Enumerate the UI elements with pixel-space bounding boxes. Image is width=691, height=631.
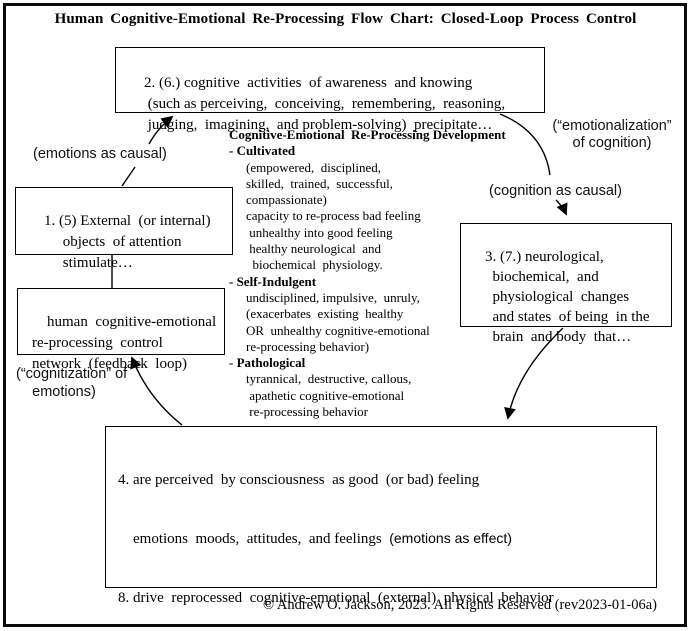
box-cognitive-activities: 2. (6.) cognitive activities of awarenes…	[115, 47, 545, 133]
process-line: emotions moods, attitudes, and feelings …	[118, 530, 512, 548]
page-title: Human Cognitive-Emotional Re-Processing …	[54, 11, 637, 27]
development-section-body: (empowered, disciplined, skilled, traine…	[246, 159, 421, 273]
box-external-objects-text: 1. (5) External (or internal) objects of…	[44, 213, 211, 271]
process-line: 8. drive reprocessed cognitive-emotional…	[118, 590, 554, 607]
development-section-header: - Cultivated	[229, 143, 296, 159]
box-neurological-changes-text: 3. (7.) neurological, biochemical, and p…	[485, 249, 650, 345]
box-control-network: human cognitive-emotional re-processing …	[17, 288, 225, 372]
label-emotions-as-causal: (emotions as causal)	[33, 146, 167, 162]
development-section-body: tyrannical, destructive, callous, apathe…	[246, 371, 412, 420]
box-neurological-changes: 3. (7.) neurological, biochemical, and p…	[460, 223, 672, 345]
development-section-pathological: - Pathological tyrannical, destructive, …	[229, 355, 529, 420]
process-line: 4. are perceived by consciousness as goo…	[118, 471, 480, 488]
box-perceived-behavior: 4. are perceived by consciousness as goo…	[105, 426, 657, 606]
development-section-self-indulgent: - Self-Indulgent undisciplined, impulsiv…	[229, 274, 529, 355]
development-block: Cognitive-Emotional Re-Processing Develo…	[229, 127, 529, 420]
box-cognitive-activities-text: 2. (6.) cognitive activities of awarenes…	[144, 75, 506, 133]
label-cognitization-of-emotions: (“cognitization” of emotions)	[16, 366, 128, 400]
development-section-header: - Self-Indulgent	[229, 273, 317, 289]
label-emotionalization-of-cognition: (“emotionalization” of cognition)	[552, 118, 672, 151]
outer-border	[3, 3, 687, 627]
box-control-network-text: human cognitive-emotional re-processing …	[32, 314, 217, 372]
development-section-header: - Pathological	[229, 355, 306, 371]
development-section-body: undisciplined, impulsive, unruly, (exace…	[246, 289, 430, 354]
development-section-cultivated: - Cultivated (empowered, disciplined, sk…	[229, 143, 529, 273]
development-title: Cognitive-Emotional Re-Processing Develo…	[229, 127, 506, 142]
copyright-notice: © Andrew O. Jackson, 2023. All Rights Re…	[263, 597, 657, 613]
label-cognition-as-causal: (cognition as causal)	[489, 183, 622, 199]
box-external-objects: 1. (5) External (or internal) objects of…	[15, 187, 233, 271]
